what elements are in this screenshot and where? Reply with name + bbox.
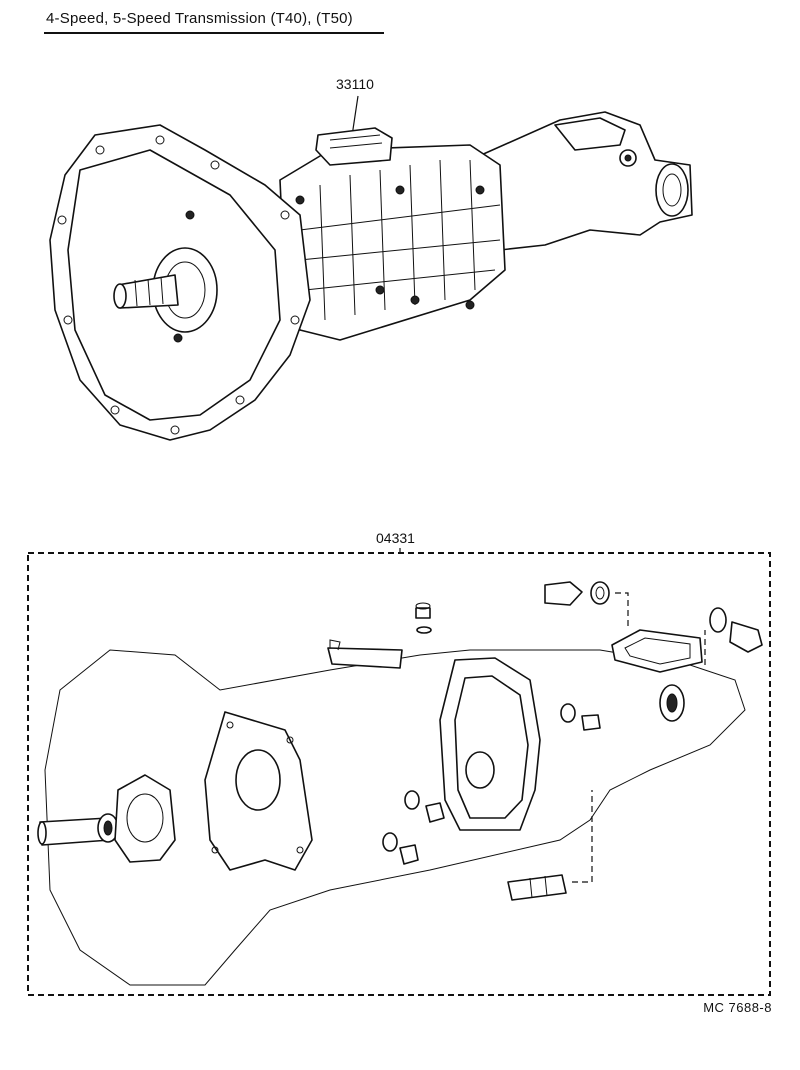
footer-code: MC 7688-8: [703, 1000, 772, 1015]
plug-1: [581, 714, 601, 731]
filler-plug: [415, 607, 431, 619]
extension-housing: [469, 111, 693, 251]
extension-housing-gasket: [611, 629, 703, 673]
transmission-assembly-illustration: [49, 95, 693, 441]
plug-2: [425, 802, 445, 823]
title-underline: [44, 32, 384, 34]
transmission-ghost-outline: [44, 649, 746, 986]
plug-washer-3: [382, 832, 398, 852]
part-number-04331: 04331: [376, 530, 415, 546]
shift-tower-cover: [554, 117, 626, 151]
leader-33110: [351, 95, 359, 137]
plug-washer-1: [560, 703, 576, 723]
shift-bracket: [327, 647, 403, 669]
shift-lever-opening: [315, 127, 393, 166]
back-up-light-switch: [544, 581, 583, 606]
part-number-33110: 33110: [336, 76, 374, 92]
output-flange: [655, 163, 689, 217]
rear-plug-gasket: [709, 607, 727, 633]
filler-plug-washer: [416, 626, 432, 634]
speedometer-driven-gear: [507, 874, 567, 901]
back-up-switch-gasket: [590, 581, 610, 605]
gasket-kit-illustration: [27, 548, 771, 996]
rear-plug: [729, 621, 763, 653]
plug-washer-2: [404, 790, 420, 810]
front-retainer-gasket: [114, 774, 176, 863]
page-title: 4-Speed, 5-Speed Transmission (T40), (T5…: [46, 10, 353, 27]
plug-3: [399, 844, 419, 865]
kit-boundary: [27, 552, 771, 996]
